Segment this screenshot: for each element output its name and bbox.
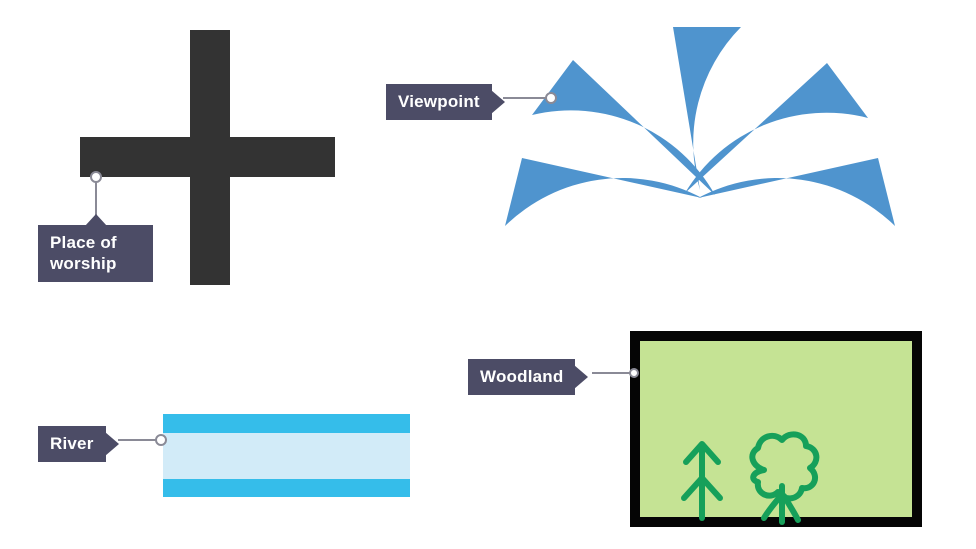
label-woodland[interactable]: Woodland (468, 359, 576, 395)
leader-line-place-of-worship (95, 178, 97, 225)
woodland-tree-icons (681, 431, 820, 525)
river-water-core (163, 433, 410, 479)
river-top-band (163, 414, 410, 433)
anchor-dot-river (155, 434, 167, 446)
viewpoint-fan-graphic (505, 27, 895, 226)
river-bottom-band (163, 479, 410, 497)
label-river[interactable]: River (38, 426, 106, 462)
conifer-tree-icon (681, 441, 723, 521)
leader-line-viewpoint (503, 97, 553, 99)
leader-line-river (118, 439, 164, 441)
anchor-dot-woodland (629, 368, 639, 378)
label-viewpoint[interactable]: Viewpoint (386, 84, 492, 120)
anchor-dot-place-of-worship (90, 171, 102, 183)
deciduous-tree-icon (749, 431, 820, 525)
cross-horizontal-bar (80, 137, 335, 177)
woodland-area-rectangle (630, 331, 922, 527)
anchor-dot-viewpoint (545, 92, 557, 104)
leader-line-woodland (592, 372, 638, 374)
label-place-of-worship[interactable]: Place of worship (38, 225, 153, 282)
